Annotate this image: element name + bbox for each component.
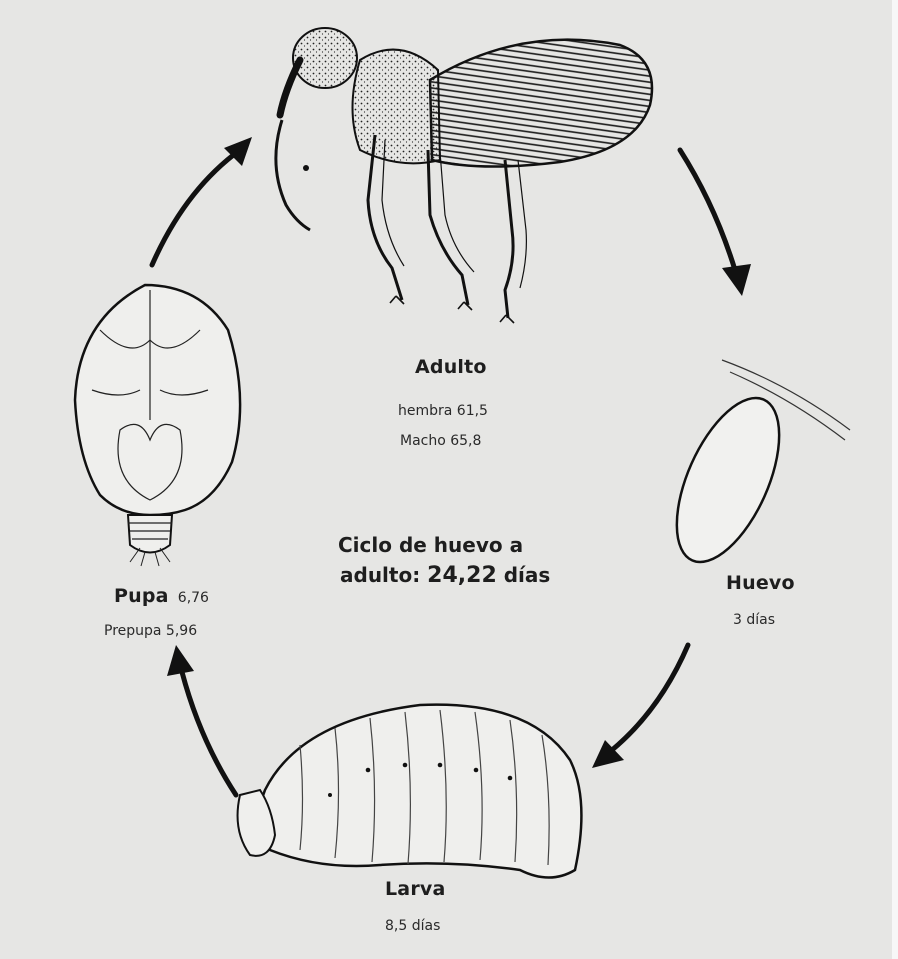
- arrow-egg-to-larva: [592, 645, 688, 768]
- arrow-larva-to-pupa: [167, 645, 236, 795]
- adulto-hembra: hembra 61,5: [398, 403, 488, 419]
- arrow-pupa-to-adult: [152, 137, 252, 265]
- cycle-summary-suffix: días: [497, 563, 551, 587]
- arrow-adult-to-egg: [680, 150, 751, 296]
- huevo-duration: 3 días: [733, 612, 775, 628]
- egg-illustration: [656, 360, 850, 577]
- pupa-title: Pupa: [114, 585, 169, 607]
- larva-illustration: [238, 705, 582, 878]
- page-edge: [892, 0, 898, 959]
- pupa-illustration: [75, 285, 240, 566]
- adulto-macho: Macho 65,8: [400, 433, 481, 449]
- pupa-label: Pupa 6,76: [114, 585, 209, 607]
- larva-duration: 8,5 días: [385, 918, 440, 934]
- cycle-summary-line1: Ciclo de huevo a: [338, 533, 523, 557]
- larva-title: Larva: [385, 878, 446, 900]
- cycle-summary-value: 24,22: [427, 563, 497, 588]
- cycle-summary-prefix: adulto:: [340, 563, 427, 587]
- adulto-title: Adulto: [415, 356, 487, 378]
- huevo-title: Huevo: [726, 572, 795, 594]
- pupa-duration: 6,76: [178, 590, 209, 606]
- cycle-summary-line2: adulto: 24,22 días: [340, 563, 550, 588]
- prepupa-label: Prepupa 5,96: [104, 623, 197, 639]
- adult-weevil-illustration: [276, 28, 652, 323]
